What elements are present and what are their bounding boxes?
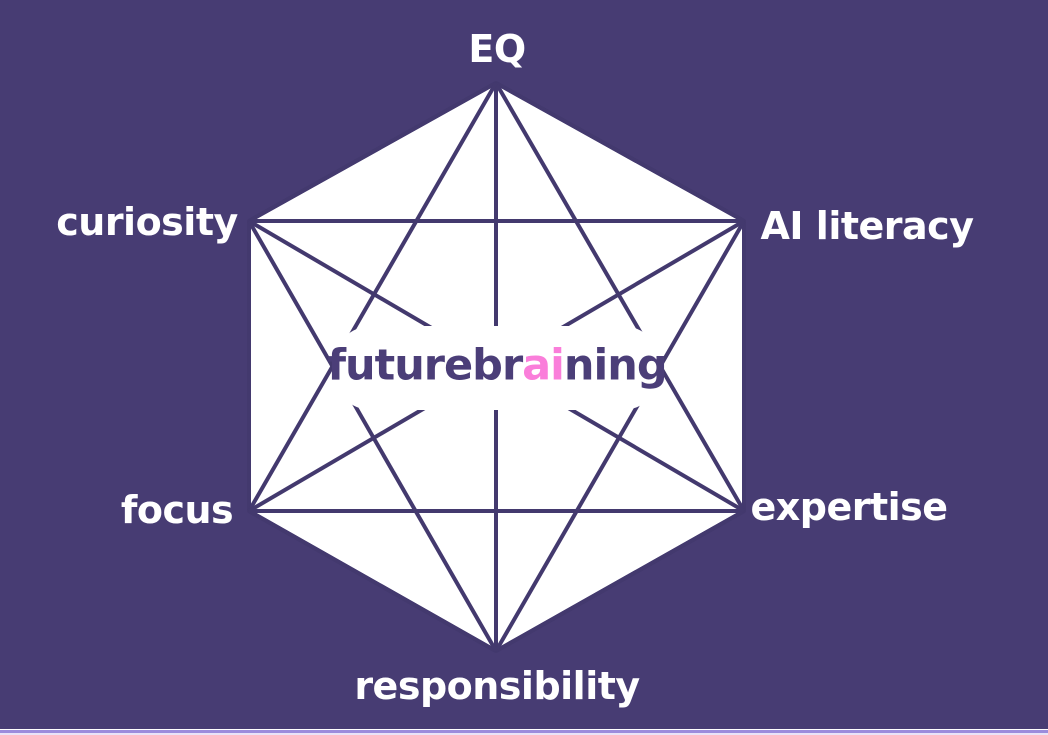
node-label-ai-literacy: AI literacy [760, 204, 974, 248]
logo-text-part3: ning [563, 340, 668, 391]
node-label-focus: focus [120, 488, 234, 532]
logo-text-ai: ai [522, 340, 565, 391]
node-label-responsibility: responsibility [354, 664, 640, 708]
node-label-expertise: expertise [750, 485, 948, 529]
logo-text-part1: futurebr [327, 340, 523, 391]
futurebraining-logo: futurebraining [327, 344, 667, 388]
node-label-curiosity: curiosity [56, 200, 238, 244]
bottom-edge-bar [0, 729, 1048, 735]
node-label-eq: EQ [468, 27, 526, 71]
